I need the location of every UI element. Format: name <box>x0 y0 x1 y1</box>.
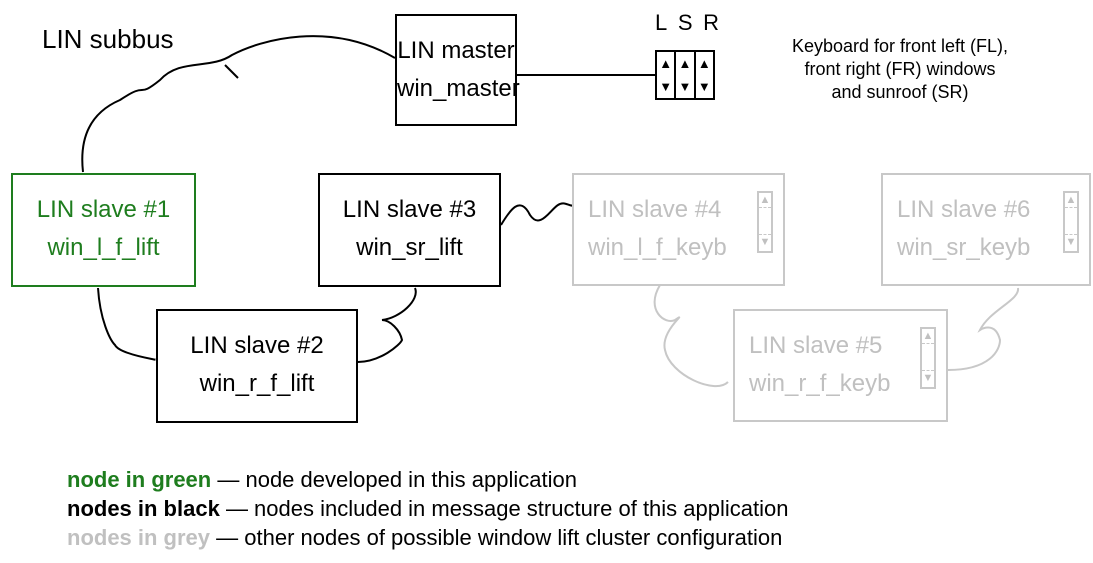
legend-key: nodes in grey <box>67 525 211 550</box>
node-title: LIN slave #3 <box>342 196 477 223</box>
node-slave2: LIN slave #2 win_r_f_lift <box>156 309 358 423</box>
node-title: LIN master <box>397 37 515 64</box>
legend-text: — other nodes of possible window lift cl… <box>210 525 783 550</box>
node-title: LIN slave #2 <box>190 332 324 359</box>
legend-key: node in green <box>67 467 212 492</box>
legend-text: — nodes included in message structure of… <box>219 496 789 521</box>
bus-wire-slave4-slave5 <box>653 284 729 388</box>
keyboard-description: Keyboard for front left (FL), front righ… <box>791 36 1009 102</box>
node-name: win_r_f_keyb <box>749 370 891 397</box>
legend-item: nodes in black — nodes included in messa… <box>67 496 788 522</box>
node-slave6: LIN slave #6 win_sr_keyb ▲▼ <box>881 173 1091 286</box>
bus-wire-slave3-slave4 <box>500 202 576 226</box>
node-name: win_sr_keyb <box>897 234 1031 261</box>
arrow-up-icon: ▲ <box>697 56 711 71</box>
mini-keyboard-icon: ▲▼ <box>1063 191 1079 253</box>
bus-wire-master-slave1 <box>81 35 396 173</box>
node-title: LIN slave #5 <box>749 332 883 359</box>
node-title: LIN slave #4 <box>588 196 722 223</box>
arrow-down-icon: ▼ <box>697 79 711 94</box>
legend-item: node in green — node developed in this a… <box>67 467 577 493</box>
keyboard-column-label: R <box>703 10 719 35</box>
bus-label: LIN subbus <box>42 24 174 54</box>
arrow-up-icon: ▲ <box>678 56 692 71</box>
arrow-down-icon: ▼ <box>659 79 673 94</box>
node-slave1: LIN slave #1 win_l_f_lift <box>11 173 196 287</box>
node-name: win_l_f_lift <box>47 234 160 261</box>
node-name: win_l_f_keyb <box>588 234 727 261</box>
mini-keyboard-icon: ▲▼ <box>920 327 936 389</box>
legend-key: nodes in black <box>67 496 220 521</box>
node-slave3: LIN slave #3 win_sr_lift <box>318 173 501 287</box>
node-title: LIN slave #6 <box>897 196 1031 223</box>
bus-wire-slave2-slave3 <box>357 287 417 363</box>
node-master: LIN master win_master <box>395 14 520 126</box>
node-slave5: LIN slave #5 win_r_f_keyb ▲▼ <box>733 309 948 422</box>
node-title: LIN slave #1 <box>36 196 171 223</box>
node-slave4: LIN slave #4 win_l_f_keyb ▲▼ <box>572 173 785 286</box>
bus-wire-slave1-slave2 <box>97 287 158 361</box>
legend-text: — node developed in this application <box>211 467 577 492</box>
mini-keyboard-icon: ▲▼ <box>757 191 773 253</box>
keyboard-columns: L S R <box>655 10 719 36</box>
arrow-up-icon: ▲ <box>659 56 673 71</box>
node-name: win_r_f_lift <box>199 370 315 397</box>
keyboard-column-label: L <box>655 10 668 35</box>
keyboard-column-label: S <box>677 10 693 35</box>
arrow-down-icon: ▼ <box>678 79 692 94</box>
legend-item: nodes in grey — other nodes of possible … <box>67 525 782 551</box>
keyboard-icon: ▲ ▼ ▲ ▼ ▲ ▼ <box>655 50 715 100</box>
bus-wire-slave5-slave6 <box>947 287 1019 371</box>
node-name: win_master <box>397 75 520 102</box>
node-name: win_sr_lift <box>356 234 463 261</box>
